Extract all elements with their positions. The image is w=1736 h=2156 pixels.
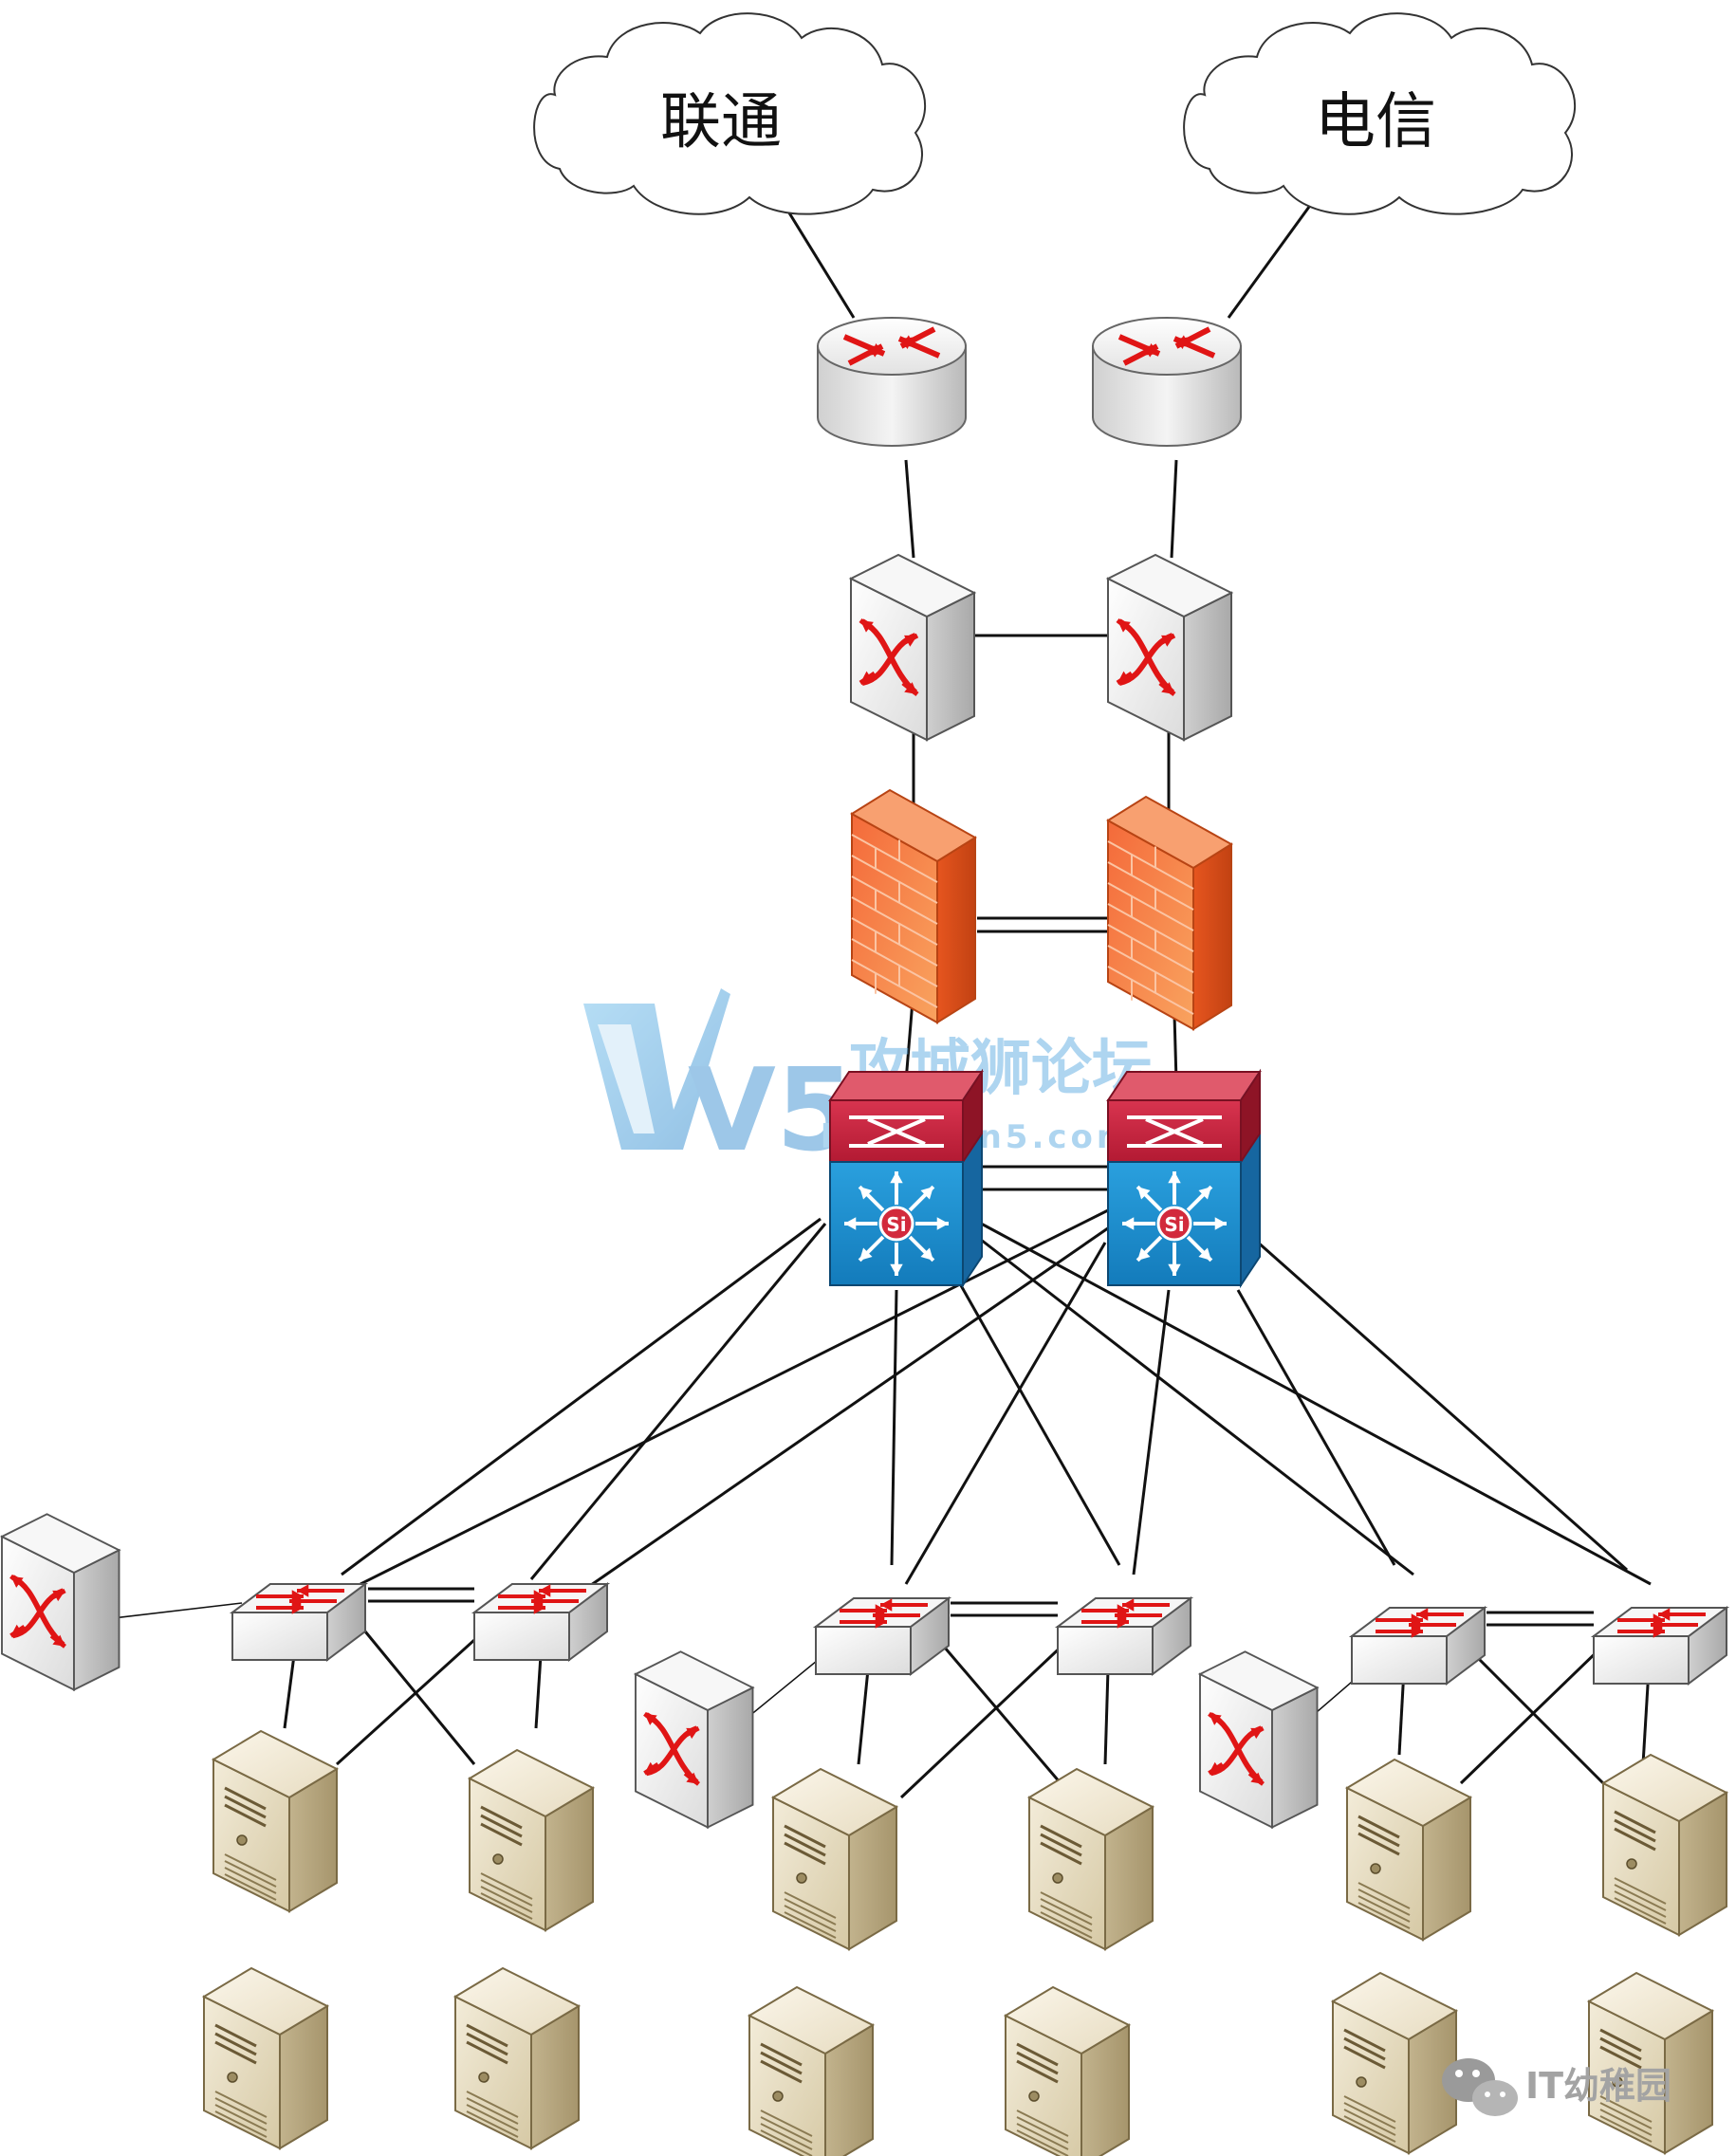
server-r2-2 [452, 1966, 582, 2150]
link-acc2-srv2 [534, 1654, 543, 1729]
links-layer [80, 206, 1652, 1799]
server-r1-5 [1344, 1758, 1473, 1942]
server-r2-5 [1330, 1971, 1459, 2155]
watermark: V5 攻城狮论坛 bbs.vlan5.com [583, 988, 1153, 1177]
link-coreR-acc3 [904, 1242, 1107, 1585]
link-acc3-srv3 [857, 1668, 870, 1765]
firewall-left [850, 788, 977, 1024]
link-acc5-srv6 [1464, 1644, 1605, 1785]
svg-text:Si: Si [886, 1213, 906, 1236]
link-acc3-srv4 [937, 1640, 1062, 1784]
link-acc6-srv6 [1641, 1668, 1651, 1765]
edge-switch-right [1105, 553, 1234, 742]
core-switch-right: Si [1106, 1068, 1262, 1289]
access-switch-1 [230, 1582, 368, 1662]
core-switch-left: Si [828, 1068, 984, 1289]
link-telecom-router [1227, 206, 1311, 319]
link-unicom-router [784, 206, 856, 319]
access-switch-2 [471, 1582, 610, 1662]
server-r2-4 [1003, 1985, 1132, 2156]
link-router-switch-right [1170, 459, 1178, 559]
link-coreR-acc6 [1247, 1231, 1628, 1572]
link-coreL-acc5 [971, 1231, 1414, 1576]
access-switch-3 [813, 1596, 951, 1676]
link-acc6-srv5 [1459, 1644, 1605, 1785]
link-coreR-acc4 [1132, 1289, 1171, 1576]
server-r1-2 [467, 1748, 596, 1932]
router-telecom [1092, 317, 1242, 447]
server-r1-6 [1600, 1753, 1729, 1937]
cloud-label-unicom: 联通 [660, 87, 782, 157]
link-router-switch-left [904, 459, 915, 559]
badge-text: IT幼稚园 [1525, 2065, 1671, 2107]
wechat-icon [1442, 2058, 1518, 2116]
link-firewall-core-left [904, 1000, 914, 1082]
server-r2-6 [1586, 1971, 1715, 2155]
link-acc1-srv1 [283, 1654, 296, 1729]
link-coreR-acc1 [360, 1207, 1111, 1586]
server-r2-3 [747, 1985, 876, 2156]
link-acc1-srv2 [363, 1631, 476, 1765]
access-switch-5 [1349, 1606, 1487, 1686]
side-switch-2 [633, 1650, 755, 1830]
cloud-telecom: 电信 [1183, 12, 1576, 215]
link-acc2-srv1 [335, 1630, 486, 1766]
cloud-unicom: 联通 [533, 12, 926, 215]
edge-switch-left [848, 553, 977, 742]
side-switch-1 [0, 1513, 121, 1692]
devices-layer: Si Si [0, 317, 1729, 2156]
router-unicom [817, 317, 967, 447]
watermark-v-stripe [598, 1024, 655, 1133]
watermark-logo-text: V5 [688, 1045, 855, 1177]
server-r1-4 [1026, 1767, 1155, 1951]
access-switch-6 [1591, 1606, 1729, 1686]
link-coreR-acc5 [1236, 1289, 1396, 1566]
side-switch-3 [1197, 1650, 1320, 1830]
server-r1-3 [770, 1767, 899, 1951]
wechat-badge: IT幼稚园 [1442, 2058, 1671, 2116]
link-acc4-srv3 [899, 1639, 1069, 1799]
link-coreR-acc2 [578, 1222, 1116, 1595]
access-switch-4 [1055, 1596, 1193, 1676]
server-r1-1 [211, 1729, 340, 1913]
link-coreL-acc1 [341, 1217, 822, 1576]
link-coreL-acc6 [971, 1217, 1652, 1586]
svg-text:Si: Si [1164, 1213, 1184, 1236]
link-firewall-core-right [1173, 1014, 1178, 1082]
cloud-shape [1183, 12, 1576, 215]
firewall-right [1106, 795, 1233, 1031]
link-acc4-srv4 [1103, 1668, 1110, 1765]
cloud-label-telecom: 电信 [1315, 87, 1436, 157]
link-coreL-acc3 [890, 1289, 898, 1566]
link-coreL-acc2 [529, 1223, 827, 1580]
link-coreL-acc4 [956, 1280, 1121, 1566]
cloud-shape [533, 12, 926, 215]
server-r2-1 [201, 1966, 330, 2150]
